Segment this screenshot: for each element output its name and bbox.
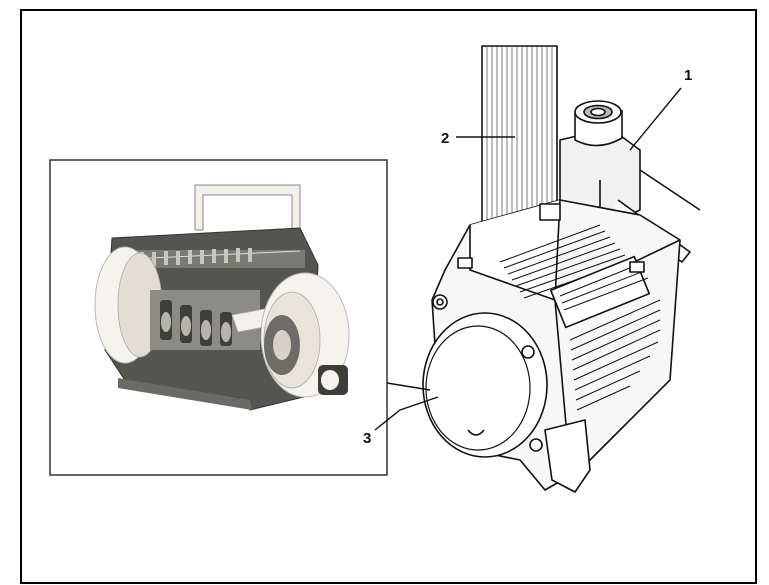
main-assembly-drawing [422, 45, 701, 493]
inset-mechanism-photo [94, 184, 350, 411]
leader-line-inset [386, 382, 431, 391]
leader-line-3 [374, 396, 439, 431]
bottom-mount [544, 419, 591, 493]
leader-lines [374, 87, 682, 431]
callout-1: 1 [684, 67, 692, 84]
front-cover [422, 294, 548, 458]
callout-2: 2 [441, 130, 449, 147]
callout-3: 3 [363, 430, 371, 447]
ribbon-cable [481, 45, 558, 249]
leader-line-1 [629, 87, 682, 151]
